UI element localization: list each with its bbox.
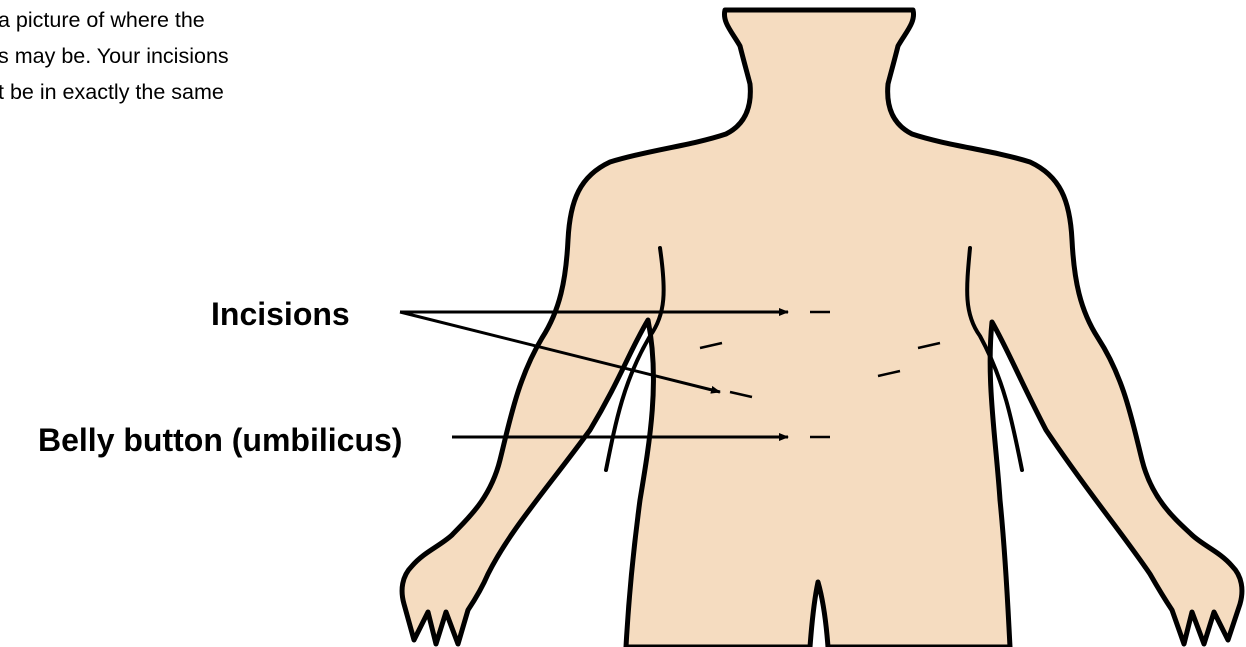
belly-button-label: Belly button (umbilicus) <box>38 424 402 456</box>
incisions-label: Incisions <box>211 298 350 330</box>
body-outline <box>402 10 1242 647</box>
